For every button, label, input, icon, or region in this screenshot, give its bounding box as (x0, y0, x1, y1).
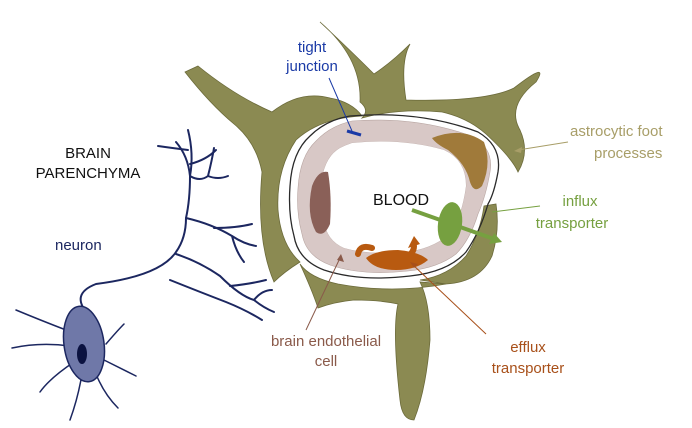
label-cell: cell (315, 353, 338, 370)
label-tight: tight (298, 39, 327, 56)
astro-leader (518, 142, 568, 150)
neuron-dendrite-3 (176, 254, 274, 312)
label-influx-transporter: transporter (536, 215, 609, 232)
label-brain-endothelial: brain endothelial (271, 333, 381, 350)
label-efflux-transporter: transporter (492, 360, 565, 377)
neuron-nucleus (77, 344, 87, 364)
influx-leader (492, 206, 540, 212)
neuron-dendrite-2 (186, 218, 256, 262)
neuron-dendrite-1 (158, 130, 228, 179)
neuron-dendrite-4 (170, 280, 262, 320)
label-processes: processes (594, 145, 662, 162)
label-influx: influx (562, 193, 598, 210)
label-brain: BRAIN (65, 145, 111, 162)
neuron-cell-body (59, 304, 109, 385)
label-junction: junction (285, 58, 338, 75)
label-astrocytic: astrocytic foot (570, 123, 663, 140)
label-parenchyma: PARENCHYMA (36, 165, 141, 182)
label-efflux: efflux (510, 339, 546, 356)
label-neuron: neuron (55, 237, 102, 254)
label-blood: BLOOD (373, 192, 429, 209)
